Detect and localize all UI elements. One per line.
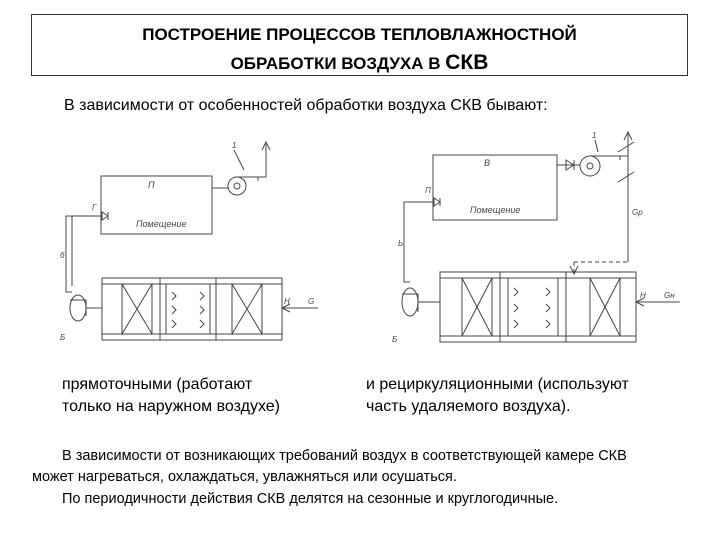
right-exhaust-arrow-icon (623, 130, 633, 141)
left-room (100, 175, 213, 235)
left-supply-fan-casing (70, 299, 87, 316)
left-filter-cross-icon (121, 283, 153, 335)
caption-left: прямоточными (работают только на наружно… (62, 374, 280, 418)
left-section-filter (121, 283, 153, 335)
right-fan-leader (594, 139, 599, 153)
right-room-top-label: В (484, 158, 490, 168)
right-supply-duct (403, 201, 434, 283)
right-section-spray (507, 277, 559, 337)
right-room-label: Помещение (470, 205, 520, 215)
left-diagram: Помещение П Г 1 б Б (60, 140, 318, 342)
right-recirc-label: Gр (632, 208, 643, 217)
right-outside-flow-label: Gн (664, 291, 675, 300)
left-supply-fan-icon (69, 294, 87, 322)
title-line-2: ОБРАБОТКИ ВОЗДУХА В СКВ (32, 51, 687, 75)
right-inlet-label: П (425, 186, 431, 195)
caption-left-line-2: только на наружном воздухе) (62, 398, 280, 415)
title-line-1: ПОСТРОЕНИЕ ПРОЦЕССОВ ТЕПЛОВЛАЖНОСТНОЙ (142, 25, 577, 44)
right-damper-2 (617, 171, 635, 183)
right-diagram: Помещение В П 1 Gр Ь Б (392, 130, 680, 344)
paragraph-2: По периодичности действия СКВ делятся на… (62, 491, 559, 507)
paragraph-1-line-2: может нагреваться, охлаждаться, увлажнят… (32, 469, 457, 485)
left-duct-label: б (60, 251, 65, 260)
right-room (432, 154, 558, 221)
right-section-cooler (589, 277, 621, 337)
left-room-top-label: П (148, 180, 155, 190)
left-supply-duct (65, 215, 102, 293)
left-outside-flow-label: G (308, 297, 314, 306)
right-duct-label: Ь (398, 239, 403, 248)
left-exhaust-arrow-icon (261, 140, 271, 151)
left-inlet-label: Г (92, 203, 97, 212)
left-spray-icon (171, 291, 205, 329)
title-box: ПОСТРОЕНИЕ ПРОЦЕССОВ ТЕПЛОВЛАЖНОСТНОЙ ОБ… (31, 14, 688, 76)
title-line-2-text: ОБРАБОТКИ ВОЗДУХА В (230, 54, 446, 73)
right-fan-hub (586, 162, 594, 170)
right-outside-arrow-icon (634, 297, 645, 307)
left-supply-duct-2 (71, 215, 96, 286)
right-exhaust-riser (620, 134, 629, 157)
left-exhaust-riser (258, 144, 267, 178)
left-inlet-valve (101, 211, 109, 221)
caption-right-line-2: часть удаляемого воздуха). (366, 398, 571, 415)
right-outside-label: Н (640, 291, 646, 300)
left-fan-label: 1 (232, 141, 236, 150)
right-spray-icon (513, 287, 551, 329)
right-cooler-cross-icon (589, 277, 621, 337)
right-ahu (439, 271, 637, 343)
caption-left-line-1: прямоточными (работают (62, 376, 253, 393)
left-fan-leader (233, 149, 245, 171)
title-acronym: СКВ (445, 51, 489, 74)
right-recirc-arrow-icon (569, 265, 579, 276)
right-inlet-valve (433, 197, 441, 207)
paragraph-1: В зависимости от возникающих требований … (32, 446, 702, 488)
left-section-heater (165, 283, 211, 335)
left-fan2-label: Б (60, 333, 65, 342)
right-supply-fan-icon (401, 287, 419, 317)
left-cooler-cross-icon (231, 283, 263, 335)
right-damper-1 (617, 141, 635, 153)
left-outside-arrow-icon (280, 303, 291, 313)
right-filter-cross-icon (461, 277, 493, 337)
right-supply-fan-casing (402, 293, 419, 312)
left-exhaust-fan-icon (227, 176, 247, 196)
caption-right-line-1: и рециркуляционными (используют (366, 376, 629, 393)
caption-right: и рециркуляционными (используют часть уд… (366, 374, 629, 418)
right-section-filter (461, 277, 493, 337)
left-room-label: Помещение (136, 219, 186, 229)
right-fan2-label: Б (392, 335, 397, 344)
right-exhaust-fan-icon (579, 155, 601, 177)
intro-text: В зависимости от особенностей обработки … (64, 97, 548, 114)
left-ahu (101, 277, 283, 341)
left-fan-hub (233, 182, 241, 190)
right-fan-label: 1 (592, 131, 596, 140)
left-outside-label: Н (284, 297, 290, 306)
paragraph-1-line-1: В зависимости от возникающих требований … (62, 448, 627, 464)
left-section-cooler (231, 283, 263, 335)
right-exhaust-valve (565, 159, 575, 171)
